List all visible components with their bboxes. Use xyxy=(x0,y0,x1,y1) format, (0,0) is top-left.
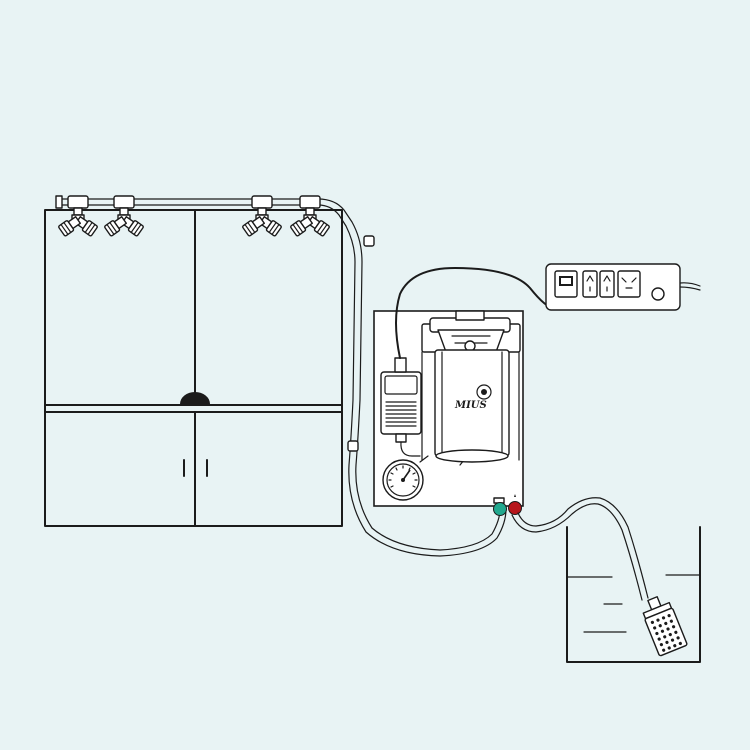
pump: MIUS xyxy=(421,310,521,463)
gauge-ticks xyxy=(388,465,418,488)
socket-2 xyxy=(582,270,598,298)
gauge-connector xyxy=(419,455,429,463)
adapter-plug-boot xyxy=(394,357,407,373)
pipe-clip-upper xyxy=(363,235,375,247)
pipe-end-cap xyxy=(55,195,63,209)
water-bucket xyxy=(566,526,701,663)
adapter-cable-boot xyxy=(395,433,407,443)
gauge-hub xyxy=(401,478,405,482)
outlet-port xyxy=(493,502,507,516)
bucket-outline xyxy=(566,526,701,663)
nozzle-3 xyxy=(241,195,283,238)
power-adapter xyxy=(380,357,422,443)
strip-cord xyxy=(679,282,701,287)
adapter-to-gauge-cable xyxy=(400,441,421,457)
power-strip xyxy=(545,263,701,311)
cabinet xyxy=(44,209,343,527)
cabinet-outline xyxy=(44,209,343,527)
strip-cord-2 xyxy=(679,286,701,291)
filter-mesh xyxy=(650,614,682,652)
pump-motor-base xyxy=(435,449,509,463)
inlet-hose-inner xyxy=(517,497,649,599)
nozzle-4 xyxy=(289,195,331,238)
mist-pipe xyxy=(55,195,507,557)
gauge-needle xyxy=(402,469,411,481)
pump-head-top xyxy=(455,310,485,321)
adapter-body xyxy=(380,371,422,435)
adapter-vents xyxy=(385,401,417,427)
pressure-gauge xyxy=(382,455,429,501)
pump-logo: MIUS xyxy=(454,384,492,411)
inlet-port xyxy=(508,501,522,515)
pipe-outer xyxy=(57,198,501,551)
ports xyxy=(493,494,522,516)
logo-emblem xyxy=(476,384,492,400)
logo-emblem-center xyxy=(481,389,487,395)
filter-body xyxy=(644,607,688,657)
inlet-filter xyxy=(642,596,688,657)
socket-3 xyxy=(599,270,615,298)
strip-switch xyxy=(651,287,665,301)
inlet-hose xyxy=(511,497,649,601)
pump-panel: MIUS xyxy=(373,267,567,507)
pipe-inner xyxy=(57,204,507,557)
nozzle-2 xyxy=(103,195,145,238)
socket-4 xyxy=(617,270,641,298)
pipe-clip-lower xyxy=(347,440,359,452)
gauge-face xyxy=(386,463,420,497)
nozzle-1 xyxy=(57,195,99,238)
adapter-label-area xyxy=(384,375,418,395)
inlet-hose-outer xyxy=(511,503,643,601)
cabinet-stand-base xyxy=(180,392,210,404)
logo-text: MIUS xyxy=(454,400,487,411)
inlet-flow-arrow xyxy=(514,494,516,497)
socket-1 xyxy=(554,270,578,298)
